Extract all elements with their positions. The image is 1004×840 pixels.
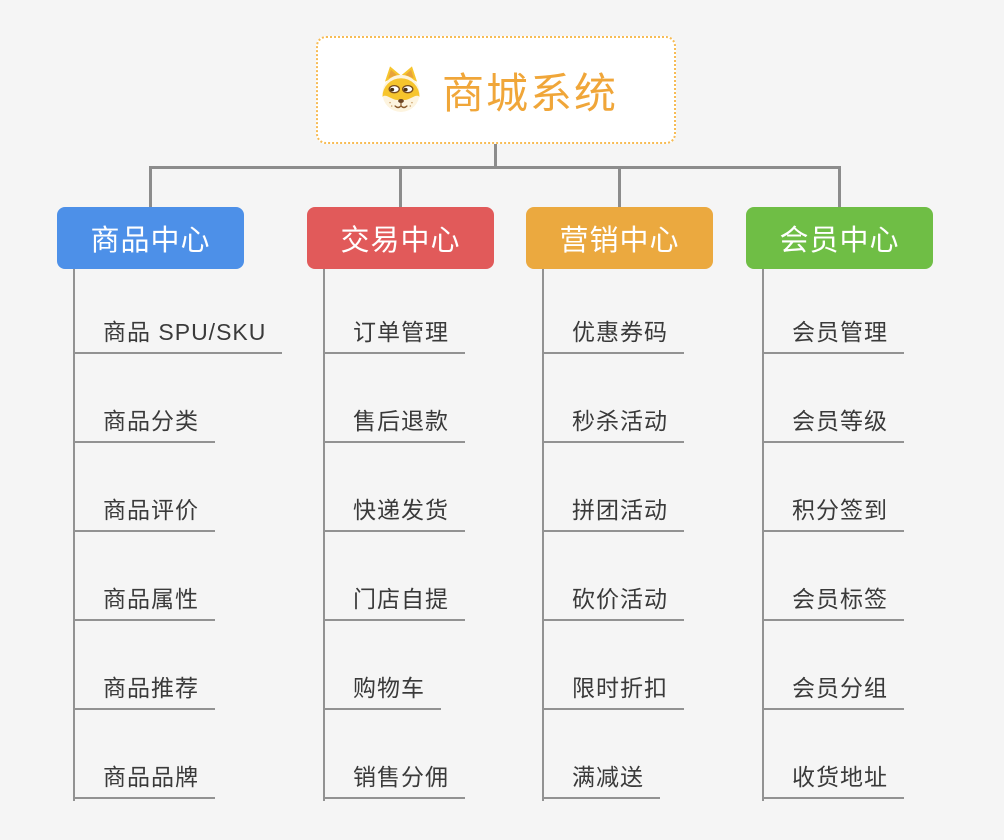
connector-root-stem	[494, 144, 497, 169]
leaf-node[interactable]: 商品推荐	[73, 621, 215, 710]
branch-node-marketing[interactable]: 营销中心	[526, 207, 713, 269]
branch-column-trade: 交易中心 订单管理售后退款快递发货门店自提购物车销售分佣	[307, 207, 494, 807]
branch-items-member: 会员管理会员等级积分签到会员标签会员分组收货地址	[762, 265, 904, 799]
leaf-label: 销售分佣	[353, 764, 449, 790]
leaf-node[interactable]: 购物车	[323, 621, 441, 710]
leaf-node[interactable]: 快递发货	[323, 443, 465, 532]
branch-node-trade[interactable]: 交易中心	[307, 207, 494, 269]
root-title: 商城系统	[441, 69, 618, 117]
branch-spine	[762, 269, 764, 801]
leaf-label: 限时折扣	[572, 675, 668, 701]
branch-items-trade: 订单管理售后退款快递发货门店自提购物车销售分佣	[323, 265, 465, 799]
branch-column-marketing: 营销中心 优惠券码秒杀活动拼团活动砍价活动限时折扣满减送	[526, 207, 713, 807]
leaf-node[interactable]: 售后退款	[323, 354, 465, 443]
leaf-node[interactable]: 商品品牌	[73, 710, 215, 799]
leaf-node[interactable]: 满减送	[542, 710, 660, 799]
branch-node-member[interactable]: 会员中心	[746, 207, 933, 269]
leaf-label: 收货地址	[792, 764, 888, 790]
leaf-label: 积分签到	[792, 497, 888, 523]
leaf-node[interactable]: 拼团活动	[542, 443, 684, 532]
leaf-node[interactable]: 会员等级	[762, 354, 904, 443]
leaf-node[interactable]: 优惠券码	[542, 265, 684, 354]
leaf-label: 售后退款	[353, 408, 449, 434]
leaf-label: 会员标签	[792, 586, 888, 612]
branch-items-product: 商品 SPU/SKU 商品分类商品评价商品属性商品推荐商品品牌	[73, 265, 283, 799]
leaf-label: 秒杀活动	[572, 408, 668, 434]
connector-drop-trade	[399, 166, 402, 207]
leaf-label: 商品评价	[103, 497, 199, 523]
leaf-label: 满减送	[572, 764, 644, 790]
leaf-label: 订单管理	[353, 319, 449, 345]
root-node[interactable]: 商城系统	[316, 36, 676, 144]
leaf-label: 商品推荐	[103, 675, 199, 701]
branch-column-member: 会员中心 会员管理会员等级积分签到会员标签会员分组收货地址	[746, 207, 933, 807]
branch-node-product[interactable]: 商品中心	[57, 207, 244, 269]
branch-spine	[542, 269, 544, 801]
leaf-node[interactable]: 订单管理	[323, 265, 465, 354]
leaf-label: 商品品牌	[103, 764, 199, 790]
connector-drop-member	[838, 166, 841, 207]
connector-drop-product	[149, 166, 152, 207]
connector-drop-marketing	[618, 166, 621, 207]
leaf-label: 会员管理	[792, 319, 888, 345]
leaf-node[interactable]: 限时折扣	[542, 621, 684, 710]
leaf-node[interactable]: 秒杀活动	[542, 354, 684, 443]
branch-column-product: 商品中心 商品 SPU/SKU 商品分类商品评价商品属性商品推荐商品品牌	[57, 207, 283, 807]
leaf-node[interactable]: 销售分佣	[323, 710, 465, 799]
leaf-label: 砍价活动	[572, 586, 668, 612]
leaf-node[interactable]: 商品属性	[73, 532, 215, 621]
leaf-label: 会员等级	[792, 408, 888, 434]
branch-items-marketing: 优惠券码秒杀活动拼团活动砍价活动限时折扣满减送	[542, 265, 684, 799]
branch-spine	[323, 269, 325, 801]
leaf-label: 快递发货	[353, 497, 449, 523]
leaf-node[interactable]: 会员分组	[762, 621, 904, 710]
branch-spine	[73, 269, 75, 801]
leaf-label: 门店自提	[353, 586, 449, 612]
leaf-node[interactable]: 商品分类	[73, 354, 215, 443]
leaf-node[interactable]: 商品评价	[73, 443, 215, 532]
leaf-label: 商品分类	[103, 408, 199, 434]
leaf-label: 商品 SPU/SKU	[103, 319, 267, 345]
leaf-node[interactable]: 会员标签	[762, 532, 904, 621]
leaf-node[interactable]: 收货地址	[762, 710, 904, 799]
leaf-node[interactable]: 门店自提	[323, 532, 465, 621]
leaf-node[interactable]: 砍价活动	[542, 532, 684, 621]
connector-horizontal-bar	[149, 166, 841, 169]
leaf-node[interactable]: 会员管理	[762, 265, 904, 354]
leaf-node[interactable]: 积分签到	[762, 443, 904, 532]
dog-face-icon	[382, 66, 420, 112]
leaf-label: 优惠券码	[572, 319, 668, 345]
leaf-label: 商品属性	[103, 586, 199, 612]
leaf-node[interactable]: 商品 SPU/SKU	[73, 265, 283, 354]
leaf-label: 拼团活动	[572, 497, 668, 523]
leaf-label: 会员分组	[792, 675, 888, 701]
leaf-label: 购物车	[353, 675, 425, 701]
